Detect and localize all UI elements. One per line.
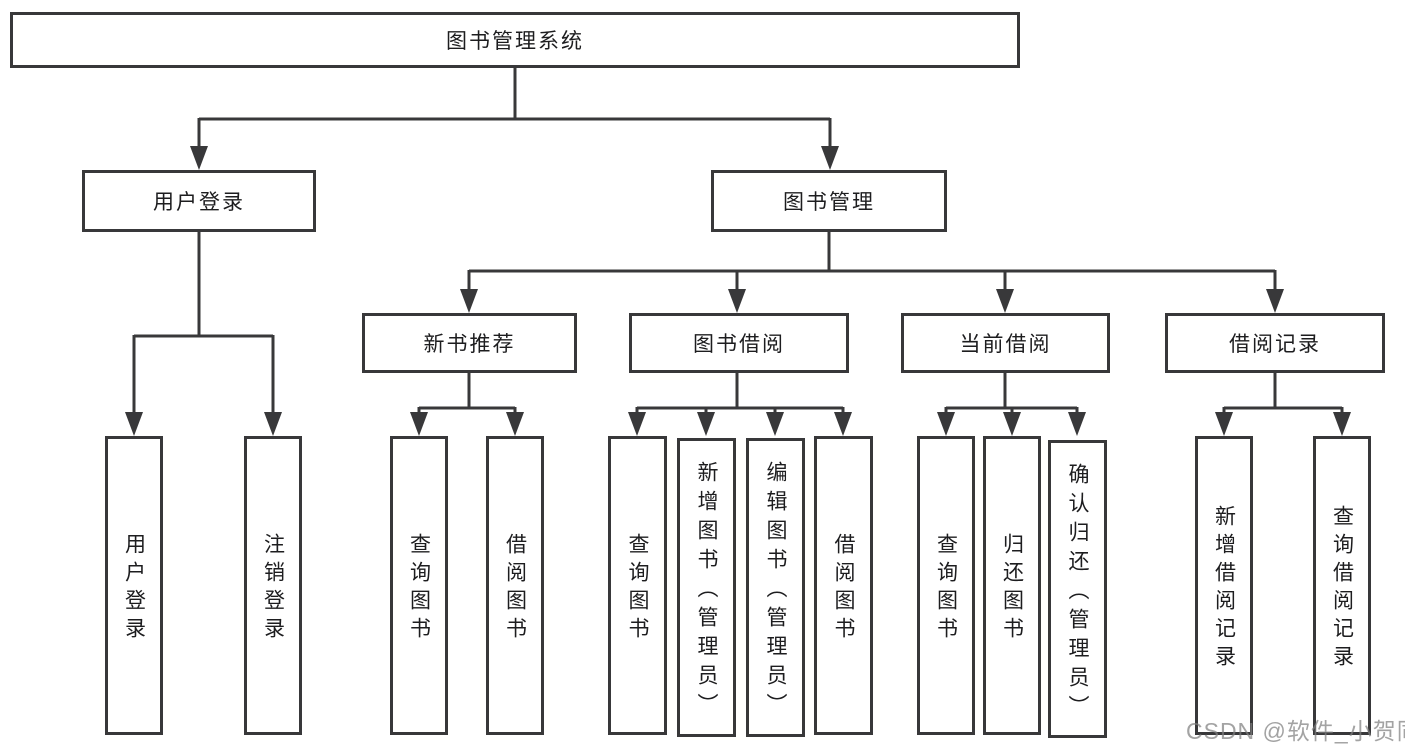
node-label: 注销登录 <box>261 533 285 645</box>
node-leaf-return-books: 归还图书 <box>983 436 1041 735</box>
connector-borrow-records-branch <box>1215 372 1351 436</box>
node-label: 查询图书 <box>407 533 431 645</box>
node-book-borrow: 图书借阅 <box>629 313 849 373</box>
node-label: 确认归还（管理员） <box>1066 462 1089 724</box>
connector-new-book-branch <box>410 373 524 436</box>
node-leaf-logout: 注销登录 <box>244 436 302 735</box>
connector-root-to-level2 <box>190 68 839 170</box>
node-user-login-group: 用户登录 <box>82 170 316 232</box>
node-leaf-query-borrow-record: 查询借阅记录 <box>1313 436 1371 735</box>
connector-book-mgmt-branch <box>460 232 1284 313</box>
node-leaf-query-books-2: 查询图书 <box>608 436 667 735</box>
node-borrow-records: 借阅记录 <box>1165 313 1385 373</box>
node-label: 新增借阅记录 <box>1212 505 1236 673</box>
node-leaf-query-books-3: 查询图书 <box>917 436 975 735</box>
node-label: 归还图书 <box>1000 533 1024 645</box>
connector-current-borrow-branch <box>937 372 1086 436</box>
node-label: 借阅图书 <box>503 533 527 645</box>
node-label: 用户登录 <box>122 533 146 645</box>
node-leaf-add-books-admin: 新增图书（管理员） <box>677 438 736 737</box>
node-leaf-borrow-books-2: 借阅图书 <box>814 436 873 735</box>
node-leaf-query-books-1: 查询图书 <box>390 436 448 735</box>
node-label: 新书推荐 <box>423 333 516 356</box>
connector-book-borrow-branch <box>628 373 852 436</box>
node-label: 查询图书 <box>626 533 649 645</box>
node-label: 查询借阅记录 <box>1330 505 1354 673</box>
node-label: 当前借阅 <box>959 333 1052 356</box>
node-leaf-confirm-return-admin: 确认归还（管理员） <box>1048 440 1107 738</box>
node-label: 图书管理 <box>783 191 875 214</box>
node-leaf-user-login: 用户登录 <box>105 436 163 735</box>
node-leaf-add-borrow-record: 新增借阅记录 <box>1195 436 1253 735</box>
node-current-borrow: 当前借阅 <box>901 313 1110 373</box>
node-book-management: 图书管理 <box>711 170 947 232</box>
node-leaf-borrow-books-1: 借阅图书 <box>486 436 544 735</box>
node-leaf-edit-books-admin: 编辑图书（管理员） <box>746 438 805 737</box>
node-label: 新增图书（管理员） <box>695 461 718 722</box>
node-root-library-system: 图书管理系统 <box>10 12 1020 68</box>
node-label: 编辑图书（管理员） <box>764 461 787 722</box>
node-label: 图书借阅 <box>693 333 785 356</box>
node-label: 用户登录 <box>153 191 245 214</box>
node-label: 查询图书 <box>934 533 958 645</box>
node-label: 借阅图书 <box>832 533 855 645</box>
watermark: CSDN @软件_小贺同学 <box>1186 718 1405 744</box>
node-new-book-recommend: 新书推荐 <box>362 313 577 373</box>
node-label: 借阅记录 <box>1229 333 1321 356</box>
connector-user-login-branch <box>125 232 282 436</box>
node-label: 图书管理系统 <box>446 30 584 53</box>
